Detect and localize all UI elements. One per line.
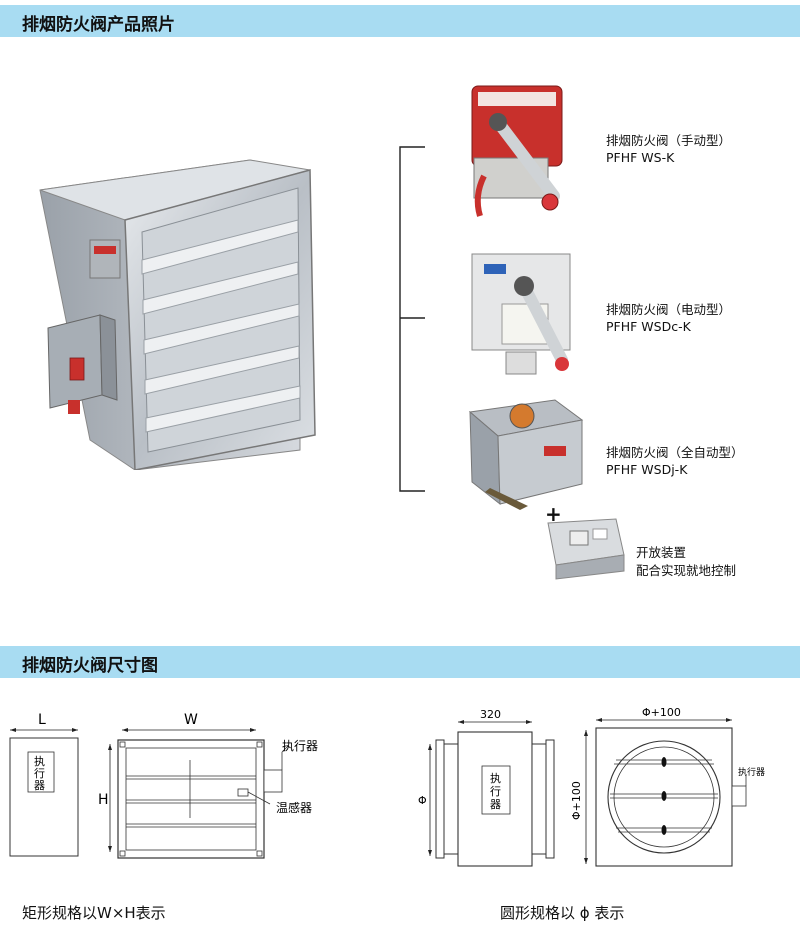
dim-phi100-top: Φ+100 (642, 706, 681, 719)
section-banner-dimensions: 排烟防火阀尺寸图 (0, 646, 800, 678)
round-damper-drawing: 320 Φ 执 行 器 Φ+100 Φ+100 执行器 (418, 706, 765, 867)
release-device-photo (547, 518, 625, 580)
product-model-manual: PFHF WS-K (606, 150, 675, 165)
svg-text:执: 执 (490, 771, 501, 785)
release-device-line2: 配合实现就地控制 (636, 563, 737, 578)
main-damper-photo (39, 159, 316, 470)
section-banner-photos: 排烟防火阀产品照片 (0, 5, 800, 37)
dim-phi: Φ (418, 794, 427, 807)
plus-sign: + (545, 502, 562, 526)
svg-text:执: 执 (34, 754, 45, 768)
sensor-label: 温感器 (276, 800, 312, 815)
dim-phi100-side: Φ+100 (570, 781, 583, 820)
product-name-automatic: 排烟防火阀（全自动型） (606, 445, 744, 460)
dim-l: L (38, 712, 46, 728)
round-caption: 圆形规格以 ϕ 表示 (500, 904, 625, 922)
dim-h: H (98, 792, 109, 808)
product-name-manual: 排烟防火阀（手动型） (606, 133, 732, 148)
electric-actuator-photo (471, 253, 571, 375)
rect-caption: 矩形规格以W×H表示 (22, 904, 166, 922)
svg-text:器: 器 (490, 798, 501, 811)
product-model-electric: PFHF WSDc-K (606, 319, 691, 334)
manual-actuator-photo (471, 85, 563, 217)
product-name-electric: 排烟防火阀（电动型） (606, 302, 732, 317)
rect-damper-drawing: L 执 行 器 W H 执行器 温感器 (9, 712, 318, 859)
actuator-label-round: 执行器 (738, 766, 765, 778)
svg-text:行: 行 (490, 785, 501, 798)
dim-320: 320 (480, 708, 501, 721)
dim-w: W (184, 712, 198, 728)
svg-text:器: 器 (34, 779, 45, 792)
product-bracket (399, 146, 425, 492)
section-title: 排烟防火阀尺寸图 (22, 656, 158, 676)
product-model-automatic: PFHF WSDj-K (606, 462, 688, 477)
svg-text:行: 行 (34, 767, 45, 780)
actuator-label-rect: 执行器 (282, 739, 318, 753)
section-title: 排烟防火阀产品照片 (22, 15, 175, 35)
automatic-actuator-photo (468, 399, 584, 510)
release-device-line1: 开放装置 (636, 545, 687, 560)
